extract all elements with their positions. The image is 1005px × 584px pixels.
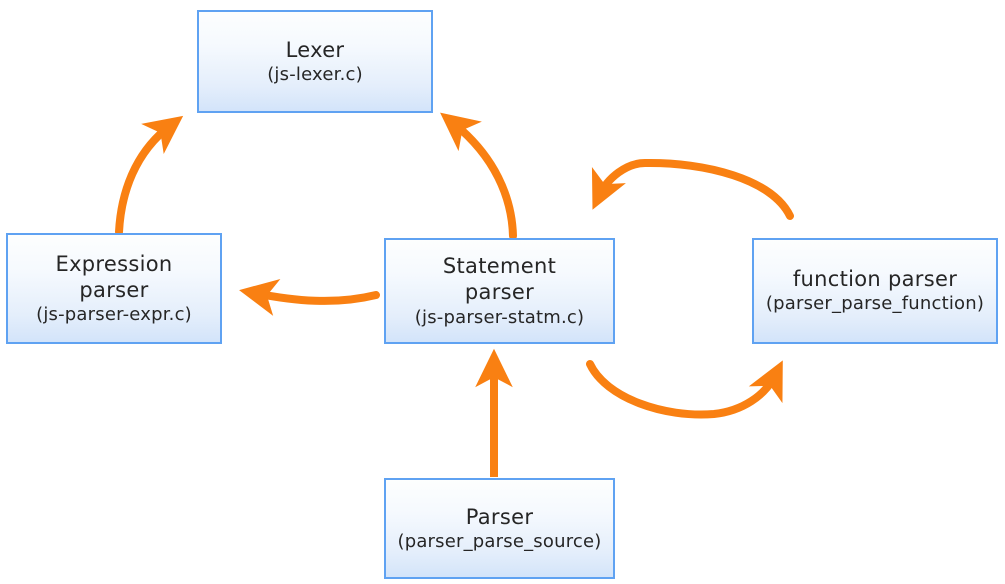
edge-function-parser-to-statement-parser bbox=[591, 158, 794, 220]
node-statement-parser[interactable]: Statement parser (js-parser-statm.c) bbox=[384, 238, 615, 344]
node-parser-subtitle: (parser_parse_source) bbox=[397, 530, 602, 552]
edge-expression-parser-to-lexer bbox=[115, 115, 184, 236]
node-lexer-title: Lexer bbox=[285, 37, 345, 62]
node-statement-parser-title: Statement parser bbox=[442, 254, 557, 305]
edge-statement-parser-to-function-parser bbox=[586, 360, 783, 419]
node-lexer[interactable]: Lexer (js-lexer.c) bbox=[197, 10, 433, 113]
node-lexer-subtitle: (js-lexer.c) bbox=[267, 63, 363, 85]
edge-statement-parser-to-expression-parser bbox=[239, 278, 380, 316]
node-expression-parser[interactable]: Expression parser (js-parser-expr.c) bbox=[6, 233, 222, 344]
edge-statement-parser-to-lexer bbox=[440, 112, 517, 240]
node-expression-parser-title: Expression parser bbox=[55, 251, 173, 302]
node-function-parser[interactable]: function parser (parser_parse_function) bbox=[752, 238, 998, 344]
node-parser-title: Parser bbox=[465, 504, 534, 529]
node-statement-parser-subtitle: (js-parser-statm.c) bbox=[414, 306, 585, 328]
node-function-parser-subtitle: (parser_parse_function) bbox=[765, 293, 985, 315]
node-expression-parser-subtitle: (js-parser-expr.c) bbox=[36, 304, 192, 325]
node-function-parser-title: function parser bbox=[792, 267, 958, 292]
node-parser[interactable]: Parser (parser_parse_source) bbox=[384, 478, 615, 579]
